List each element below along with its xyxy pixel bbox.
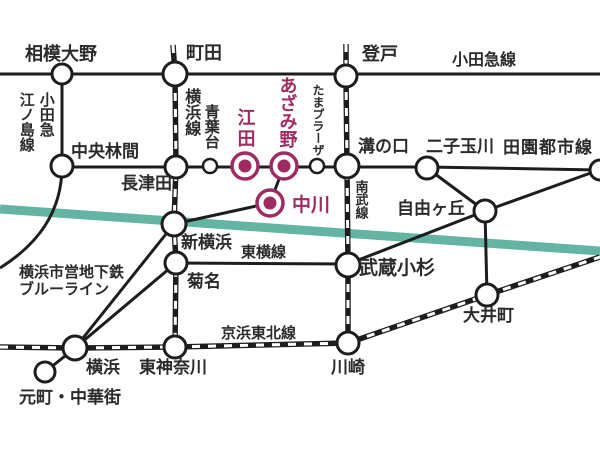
jiyugaoka-edge-link [484, 168, 600, 213]
denentoshi-line [62, 165, 600, 172]
noborito-label: 登戸 [362, 44, 398, 64]
station-machida [161, 60, 189, 88]
tama-plaza-label: たまプラーザ [310, 84, 325, 156]
station-kawasaki [335, 330, 361, 356]
yokohama-label: 横浜 [86, 358, 120, 377]
kikuna-label: 菊名 [187, 272, 221, 291]
station-musashi-kosugi [334, 251, 362, 279]
nagatsuta-label: 長津田 [121, 174, 172, 193]
oimachi-line [483, 210, 489, 296]
denentoshi-line-label: 田園都市線 [503, 138, 593, 157]
subway-name-label: 横浜市営地下鉄 [19, 264, 125, 281]
shinkansen-line [0, 204, 600, 256]
aobadai-label: 青葉台 [202, 104, 220, 149]
subway-blue-line [73, 165, 286, 349]
keihin-tohoku-line-dash-overlay [0, 255, 600, 350]
station-nakagawa-core [263, 196, 277, 210]
station-yokohama [61, 334, 89, 362]
nakagawa-label: 中川 [292, 195, 331, 216]
station-edge-station-right [588, 158, 600, 182]
station-sagami-ono [50, 62, 74, 86]
oimachi-label: 大井町 [463, 306, 514, 325]
toyoko-line [74, 209, 486, 350]
sagami-ono-label: 相模大野 [25, 44, 97, 64]
station-noborito [333, 63, 359, 89]
nambu-line-label: 南武線 [353, 180, 369, 219]
futako-tamagawa-label: 二子玉川 [426, 137, 494, 156]
eda-label: 江田 [235, 108, 256, 150]
jiyugaoka-label: 自由ヶ丘 [397, 199, 465, 218]
odakyu-vert-label: 小田急 [37, 92, 55, 137]
mizonokuchi-label: 溝の口 [358, 137, 409, 156]
station-chuo-rinkan [49, 153, 75, 179]
keihin-tohoku-line-label: 京浜東北線 [221, 325, 297, 342]
station-nagatsuta [163, 154, 189, 180]
subway-name-label-2: ブルーライン [19, 281, 110, 298]
higashi-kanagawa-label: 東神奈川 [139, 358, 207, 377]
station-futako-tamagawa [414, 155, 440, 181]
yokohama-line-dash-overlay [171, 44, 178, 348]
station-higashi-kanagawa [162, 334, 188, 360]
station-mizonokuchi [333, 152, 361, 180]
machida-label: 町田 [186, 43, 222, 63]
toyoko-line-label: 東横線 [241, 244, 287, 261]
motomachi-chukagai-label: 元町・中華街 [19, 388, 121, 407]
station-motomachi-chukagai [33, 360, 57, 384]
station-oimachi [474, 282, 500, 308]
musashi-kosugi-label: 武蔵小杉 [359, 258, 436, 279]
station-azamino-core [277, 159, 291, 173]
station-kikuna [163, 250, 189, 276]
station-aobadai [201, 157, 219, 175]
shin-yokohama-label: 新横浜 [181, 233, 232, 252]
station-shin-yokohama [160, 210, 188, 238]
station-jiyugaoka [472, 198, 498, 224]
station-tama-plaza [308, 157, 326, 175]
odakyu-line-label: 小田急線 [452, 52, 517, 69]
yokohama-line-label: 横浜線 [182, 88, 200, 136]
enoshima-line-label: 江ノ島線 [17, 92, 35, 152]
kawasaki-label: 川崎 [331, 358, 365, 377]
station-eda-core [238, 159, 252, 173]
chuo-rinkan-label: 中央林間 [71, 142, 139, 161]
azamino-label: あざみ野 [277, 76, 298, 148]
